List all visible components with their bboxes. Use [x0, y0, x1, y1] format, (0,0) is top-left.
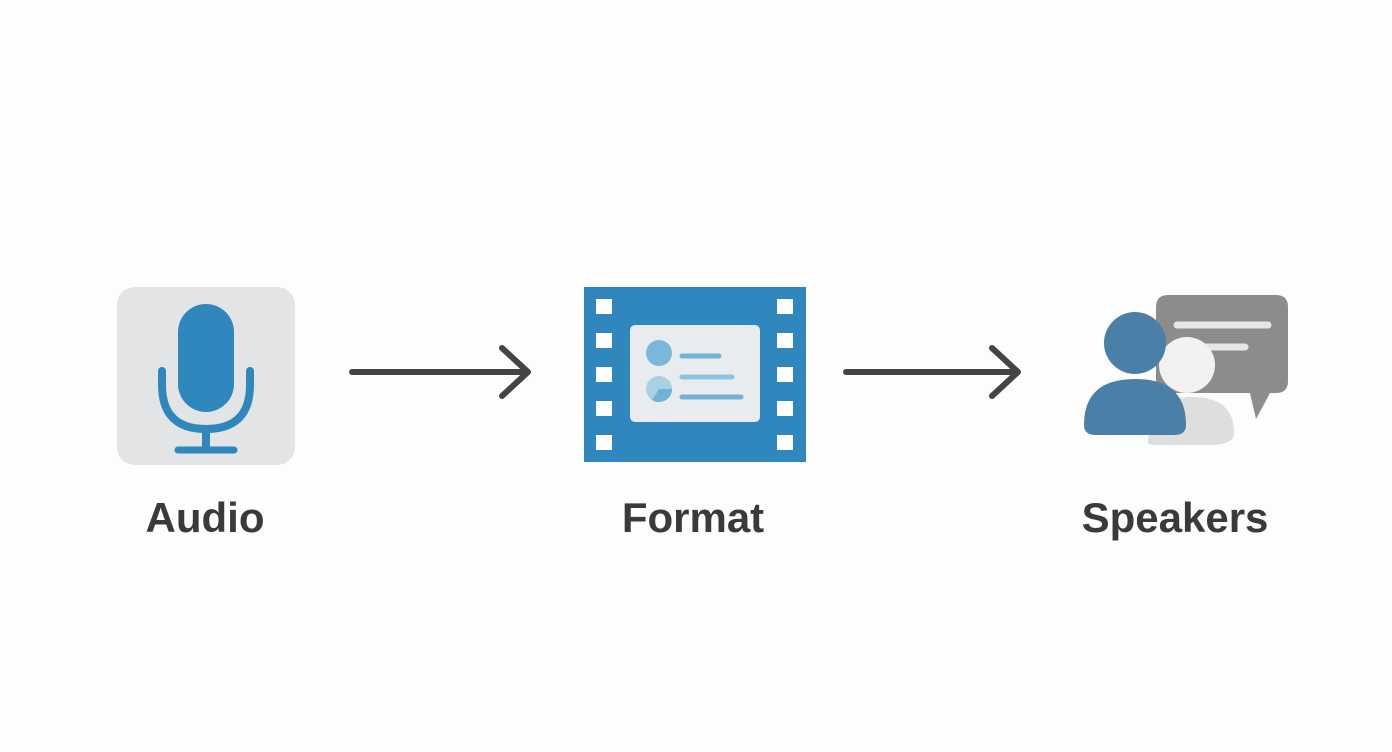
arrow-audio-to-format [346, 340, 536, 404]
microphone-icon [117, 287, 295, 465]
audio-label: Audio [145, 494, 265, 541]
arrow-format-to-speakers [840, 340, 1030, 404]
film-document-icon [584, 287, 806, 462]
arrow-right-icon [349, 345, 531, 399]
format-step [584, 287, 806, 462]
arrow-right-icon [843, 345, 1021, 399]
audio-step [117, 287, 295, 465]
speakers-chat-icon [1084, 295, 1288, 445]
format-label: Format [621, 494, 765, 541]
speakers-step [1080, 293, 1292, 453]
speakers-label: Speakers [1081, 494, 1269, 541]
